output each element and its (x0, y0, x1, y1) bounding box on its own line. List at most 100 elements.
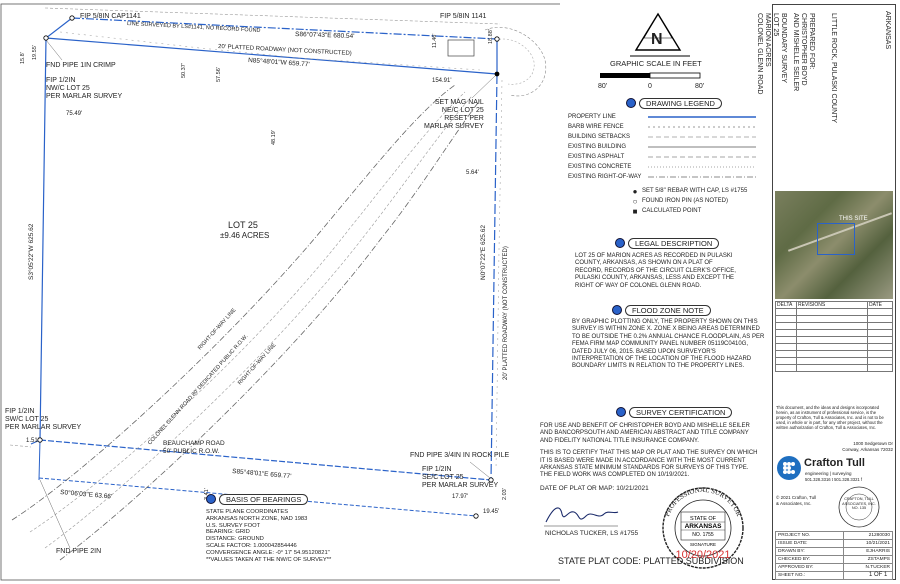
section-bullet-icon (612, 305, 622, 315)
cert-title: SURVEY CERTIFICATION (629, 406, 733, 418)
north-property-line (45, 37, 498, 75)
lbl-lot-area: ±9.46 ACRES (220, 231, 270, 240)
lbl-dim-19-45: 19.45' (483, 509, 500, 515)
south-property-line (39, 439, 492, 481)
leader-line (45, 39, 63, 61)
lbl-dim-18-88: 18.88' (488, 29, 494, 44)
tb-state: ARKANSAS (884, 11, 891, 50)
lbl-dim-75-49: 75.49' (66, 111, 83, 117)
firm-subtitle: engineering | surveying (805, 471, 852, 476)
lbl-road-name: COLONEL GLENN ROAD 80' DEDICATED PUBLIC … (147, 333, 250, 446)
seal-state-label: STATE OF (690, 516, 717, 522)
legend-row: EXISTING RIGHT-OF-WAY (568, 172, 768, 182)
rev-cell (796, 336, 868, 344)
cert-header: SURVEY CERTIFICATION (616, 406, 768, 418)
legend-row-label: EXISTING RIGHT-OF-WAY (568, 174, 642, 180)
legend-row-label: EXISTING CONCRETE (568, 164, 632, 170)
firm-name: Crafton Tull (804, 457, 865, 469)
legend-symbol-label: SET 5/8" REBAR WITH CAP, LS #1755 (642, 188, 748, 194)
set-rebar-icon: ● (632, 186, 638, 196)
legend-symbol-row: ● SET 5/8" REBAR WITH CAP, LS #1755 (628, 186, 768, 196)
lbl-dim-19-55: 19.55' (32, 45, 38, 60)
cert-date-line: DATE OF PLAT OR MAP: 10/21/2021 (540, 484, 649, 492)
rev-cell (775, 322, 797, 330)
rev-cell (796, 322, 868, 330)
rev-cell (775, 343, 797, 351)
rev-cell (867, 336, 893, 344)
legend-line-swatch (648, 126, 756, 128)
lbl-corner-ne: FIP 5/8IN 1141 (440, 13, 487, 20)
revisions-table: DELTA REVISIONS DATE (775, 301, 893, 372)
legend-symbol-row: ■ CALCULATED POINT (628, 206, 768, 216)
crafton-tull-logo-icon (777, 456, 801, 480)
lbl-fip-nw: FIP 1/2IN NW/C LOT 25 PER MARLAR SURVEY (46, 77, 123, 100)
project-info-value: 10/21/2021 (842, 539, 894, 548)
basis-title: BASIS OF BEARINGS (219, 493, 309, 505)
scale-title: GRAPHIC SCALE IN FEET (610, 59, 702, 68)
rev-cell (867, 315, 893, 323)
firm-logo: Crafton Tull engineering | surveying 501… (776, 453, 894, 483)
rev-cell (867, 364, 893, 372)
coa-seal-icon (838, 486, 880, 528)
tb-address: 1000 Sedgetown Dr Conway, Arkansas 72032 (842, 441, 893, 452)
tb-location: LITTLE ROCK, PULASKI COUNTY (830, 13, 837, 124)
legal-description: LEGAL DESCRIPTION LOT 25 OF MARION ACRES… (575, 237, 765, 290)
found-iron-pin-icon (494, 36, 500, 42)
legend-symbols: ● SET 5/8" REBAR WITH CAP, LS #1755 ○ FO… (628, 186, 768, 216)
rev-cell (775, 350, 797, 358)
row-line-east (59, 99, 481, 561)
cert-signer: NICHOLAS TUCKER, LS #1755 (545, 530, 639, 537)
site-label: THIS SITE (839, 216, 868, 222)
sw-tie-line (38, 439, 41, 481)
legend-row-label: PROPERTY LINE (568, 114, 616, 120)
found-iron-pin-icon (488, 477, 494, 483)
lbl-south-bearing-inner: S85°48'01"E 659.77' (232, 467, 292, 480)
basis-of-bearings: BASIS OF BEARINGS STATE PLANE COORDINATE… (206, 493, 331, 563)
scale-tick-mid: 0 (648, 83, 652, 90)
calculated-point-icon: ■ (632, 206, 638, 216)
lbl-platted-roadway-top: 20' PLATTED ROADWAY (NOT CONSTRUCTED) (218, 44, 352, 57)
rev-cell (775, 364, 797, 372)
tb-survey-title: BOUNDARY SURVEY LOT 25 MARION ACRES COLO… (755, 13, 787, 94)
rev-cell (867, 343, 893, 351)
sheet-of: 1 OF 1 (869, 572, 888, 578)
project-info-row: PROJECT NO.21280030 (775, 531, 894, 540)
project-info-key: ISSUE DATE: (775, 539, 844, 548)
set-rebar-icon (494, 71, 500, 77)
seal-state-name: ARKANSAS (685, 523, 723, 530)
legend-row-label: EXISTING BUILDING (568, 144, 627, 150)
project-info-value: ZSTAMPS (842, 555, 894, 564)
barb-wire-fence-east (495, 79, 503, 471)
lbl-dim-11-46: 11.46' (432, 34, 438, 48)
project-info-value (842, 571, 894, 580)
found-iron-pin-icon (69, 15, 75, 21)
row-line-west (11, 84, 456, 521)
north-outer-line (71, 17, 498, 40)
tb-survey-title-text: BOUNDARY SURVEY LOT 25 MARION ACRES COLO… (756, 13, 787, 95)
beauchamp-road-edge (9, 444, 32, 448)
legend-row: BUILDING SETBACKS (568, 132, 768, 142)
legend-row-label: BARB WIRE FENCE (568, 124, 624, 130)
legend-line-swatch (648, 166, 756, 168)
cert-text-1: FOR USE AND BENEFIT OF CHRISTOPHER BOYD … (540, 423, 750, 444)
project-info-row: SHEET NO.: (775, 571, 894, 580)
legal-text: LOT 25 OF MARION ACRES AS RECORDED IN PU… (575, 253, 736, 289)
found-iron-pin-icon (43, 35, 49, 41)
lbl-dim-1-51: 1.51' (26, 438, 39, 444)
section-bullet-icon (616, 407, 626, 417)
legend-line-swatch (648, 116, 756, 118)
plat-drawing: S3°05'22"W 625.62 N0°07'22"E 625.62 20' … (0, 3, 560, 581)
tb-disclaimer: This document, and the ideas and designs… (776, 405, 884, 430)
north-arrow-block: N (600, 12, 720, 65)
north-arrow-icon (630, 12, 690, 57)
lbl-dim-5-64: 5.64' (466, 170, 479, 176)
project-info-value: EJHARRIS (842, 547, 894, 556)
rev-cell (867, 329, 893, 337)
rev-cell (796, 357, 868, 365)
lbl-dim-15-8: 15.8' (20, 52, 26, 64)
legal-title: LEGAL DESCRIPTION (628, 237, 720, 249)
basis-header: BASIS OF BEARINGS (206, 493, 331, 505)
